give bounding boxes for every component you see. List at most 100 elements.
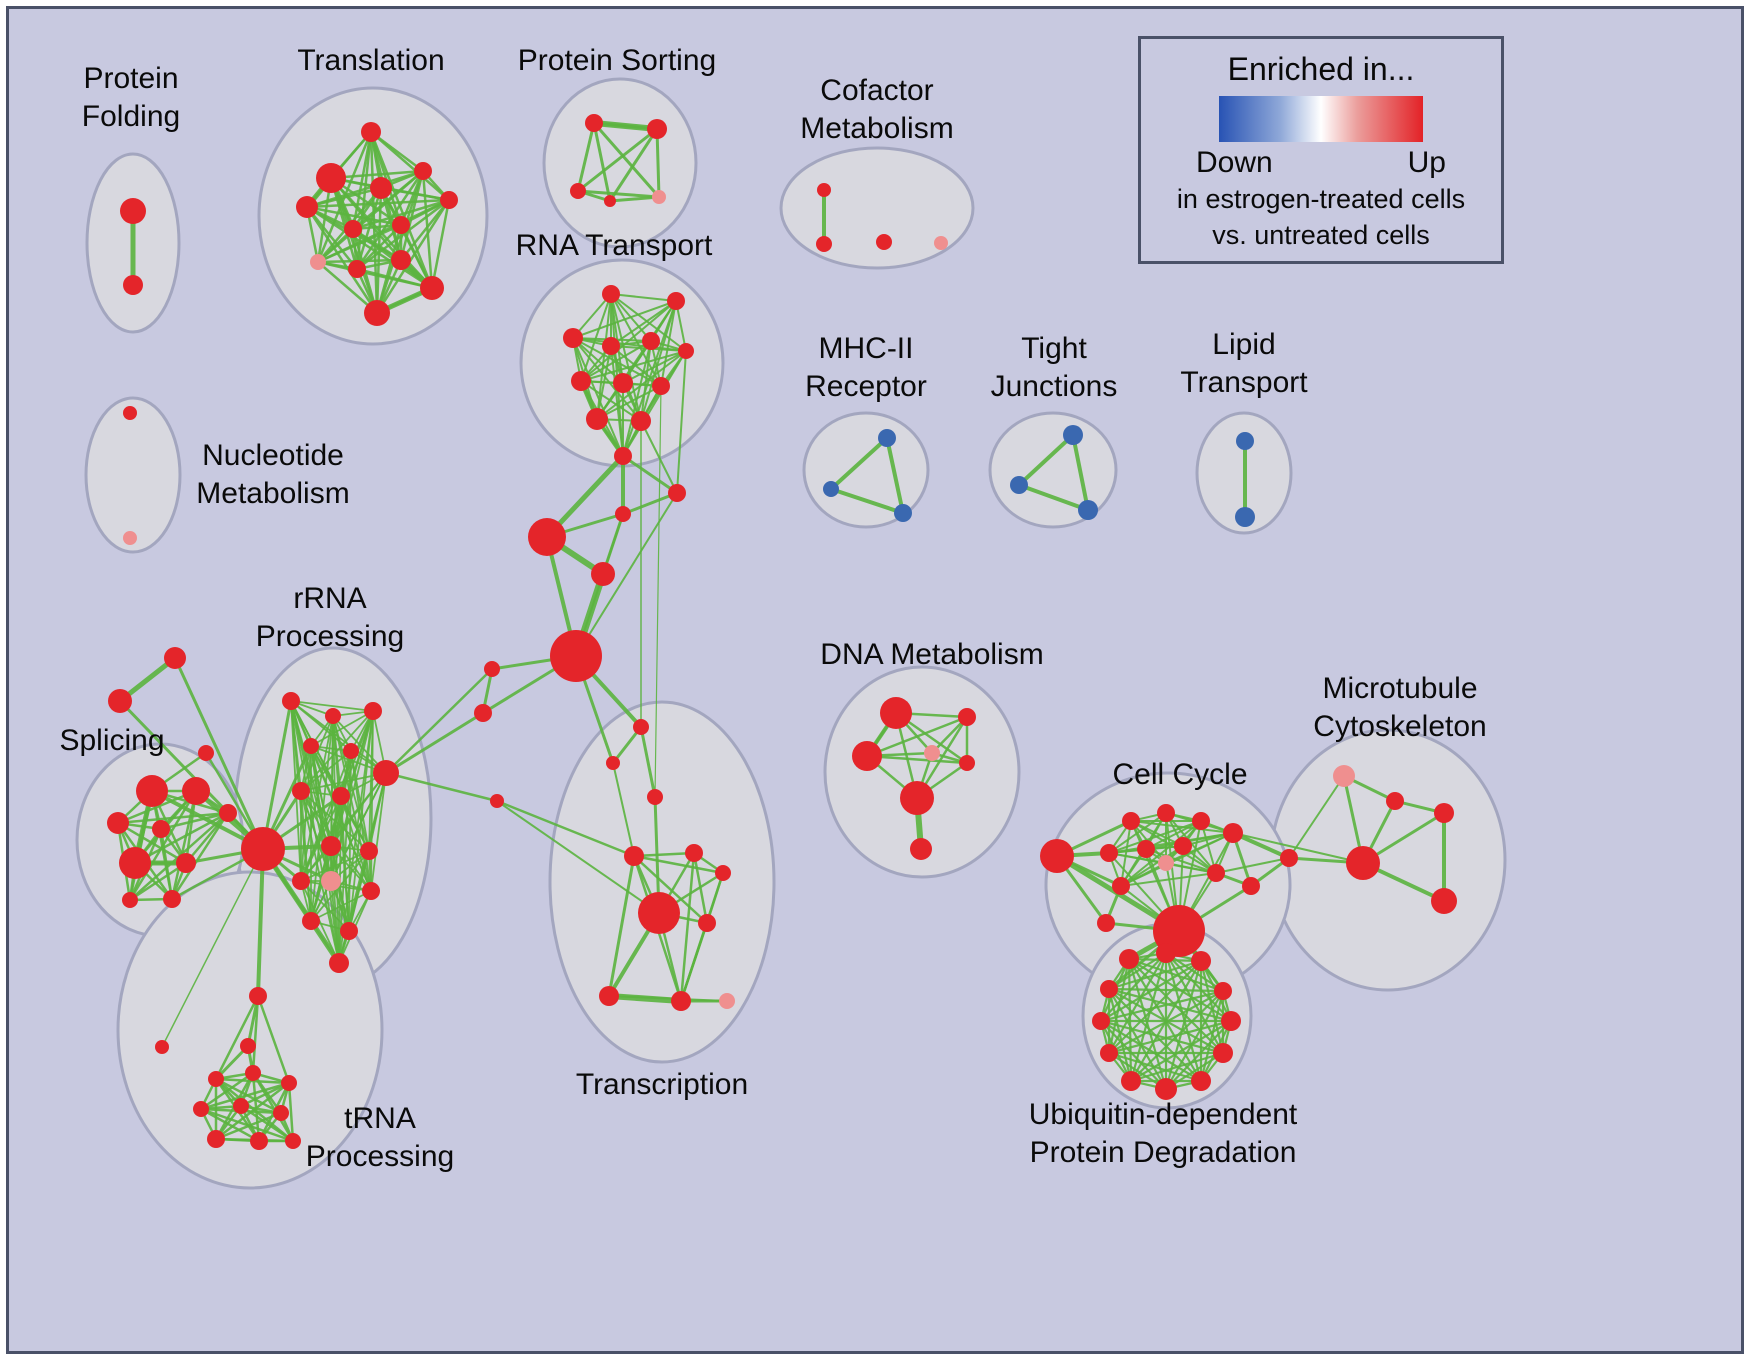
- network-node-2: [361, 122, 381, 142]
- cluster-label-translation: Translation: [297, 44, 444, 77]
- network-node-96: [880, 697, 912, 729]
- network-edge: [660, 300, 677, 387]
- network-edge: [1288, 775, 1345, 859]
- network-node-125: [1191, 951, 1211, 971]
- network-node-0: [120, 198, 146, 224]
- network-node-13: [420, 276, 444, 300]
- network-edge: [421, 169, 434, 290]
- network-node-136: [123, 531, 137, 545]
- network-node-14: [364, 300, 390, 326]
- network-edge: [310, 890, 372, 922]
- network-node-15: [585, 114, 603, 132]
- cluster-ellipse-cofactor-metabolism: [779, 146, 975, 270]
- network-edge: [300, 790, 332, 847]
- network-edge: [355, 169, 425, 271]
- network-node-137: [878, 429, 896, 447]
- network-edge: [679, 851, 696, 1003]
- network-edge: [384, 711, 485, 775]
- cluster-label-dna-metabolism: DNA Metabolism: [820, 638, 1043, 671]
- network-edge: [495, 799, 636, 858]
- network-edge: [1199, 989, 1225, 1083]
- cluster-ellipse-nucleotide-metabolism: [84, 396, 182, 554]
- legend-down-label: Down: [1196, 146, 1273, 179]
- network-edge: [305, 205, 359, 271]
- network-edge: [300, 880, 350, 932]
- network-edge: [1164, 1019, 1233, 1091]
- network-node-80: [233, 1098, 249, 1114]
- network-edge: [305, 205, 403, 227]
- network-edge: [214, 1111, 283, 1141]
- network-node-134: [1191, 1071, 1211, 1091]
- network-node-73: [249, 987, 267, 1005]
- network-edge: [1017, 433, 1075, 487]
- network-node-115: [1137, 840, 1155, 858]
- network-node-90: [715, 865, 731, 881]
- network-edge: [608, 127, 659, 203]
- network-node-1: [123, 275, 143, 295]
- network-edge: [610, 293, 687, 352]
- network-node-77: [245, 1065, 261, 1081]
- network-edge: [1164, 951, 1233, 1023]
- network-edge: [370, 772, 387, 892]
- network-node-111: [1157, 804, 1175, 822]
- network-edge: [330, 880, 340, 964]
- network-node-109: [1040, 839, 1074, 873]
- network-edge: [330, 845, 350, 932]
- network-edge: [632, 851, 696, 858]
- legend-caption-line2: vs. untreated cells: [1212, 220, 1430, 250]
- network-node-56: [282, 692, 300, 710]
- legend-caption-line1: in estrogen-treated cells: [1176, 184, 1466, 214]
- network-edge: [256, 847, 265, 998]
- network-node-38: [528, 518, 566, 556]
- network-edge: [161, 848, 264, 1048]
- network-node-122: [1097, 914, 1115, 932]
- network-node-70: [302, 912, 320, 930]
- network-node-127: [1214, 982, 1232, 1000]
- network-node-75: [240, 1038, 256, 1054]
- network-edge: [199, 1071, 255, 1111]
- network-node-139: [894, 504, 912, 522]
- network-node-140: [1063, 425, 1083, 445]
- network-node-107: [1346, 846, 1380, 880]
- network-edge: [251, 994, 260, 1075]
- network-node-102: [910, 838, 932, 860]
- network-node-47: [136, 775, 168, 807]
- network-edge: [305, 205, 379, 315]
- network-node-133: [1155, 1078, 1177, 1100]
- network-edge: [596, 385, 662, 420]
- network-edge: [580, 350, 687, 382]
- cluster-label-splicing: Splicing: [59, 724, 164, 757]
- network-node-10: [310, 254, 326, 270]
- network-node-117: [1158, 855, 1174, 871]
- network-edge: [329, 169, 425, 180]
- network-edge: [572, 337, 642, 422]
- network-node-5: [370, 177, 392, 199]
- cluster-label-protein-sorting: Protein Sorting: [518, 44, 716, 77]
- network-node-100: [959, 755, 975, 771]
- network-edge: [612, 762, 635, 857]
- network-node-66: [360, 842, 378, 860]
- network-edge: [199, 1107, 261, 1143]
- network-edge: [1107, 959, 1203, 991]
- network-node-43: [490, 794, 504, 808]
- legend-gradient-bar: [1219, 96, 1423, 142]
- network-edge: [1129, 1051, 1225, 1083]
- network-edge: [576, 127, 659, 193]
- network-edge: [239, 1104, 295, 1143]
- network-edge: [640, 420, 678, 494]
- network-edge: [608, 195, 661, 203]
- network-node-124: [1156, 943, 1176, 963]
- network-edge: [260, 846, 342, 966]
- network-edge: [1145, 848, 1217, 874]
- network-edge: [256, 994, 291, 1085]
- network-edge: [1108, 812, 1167, 854]
- network-edge: [592, 121, 661, 199]
- network-edge: [239, 1081, 291, 1108]
- network-edge: [622, 350, 687, 384]
